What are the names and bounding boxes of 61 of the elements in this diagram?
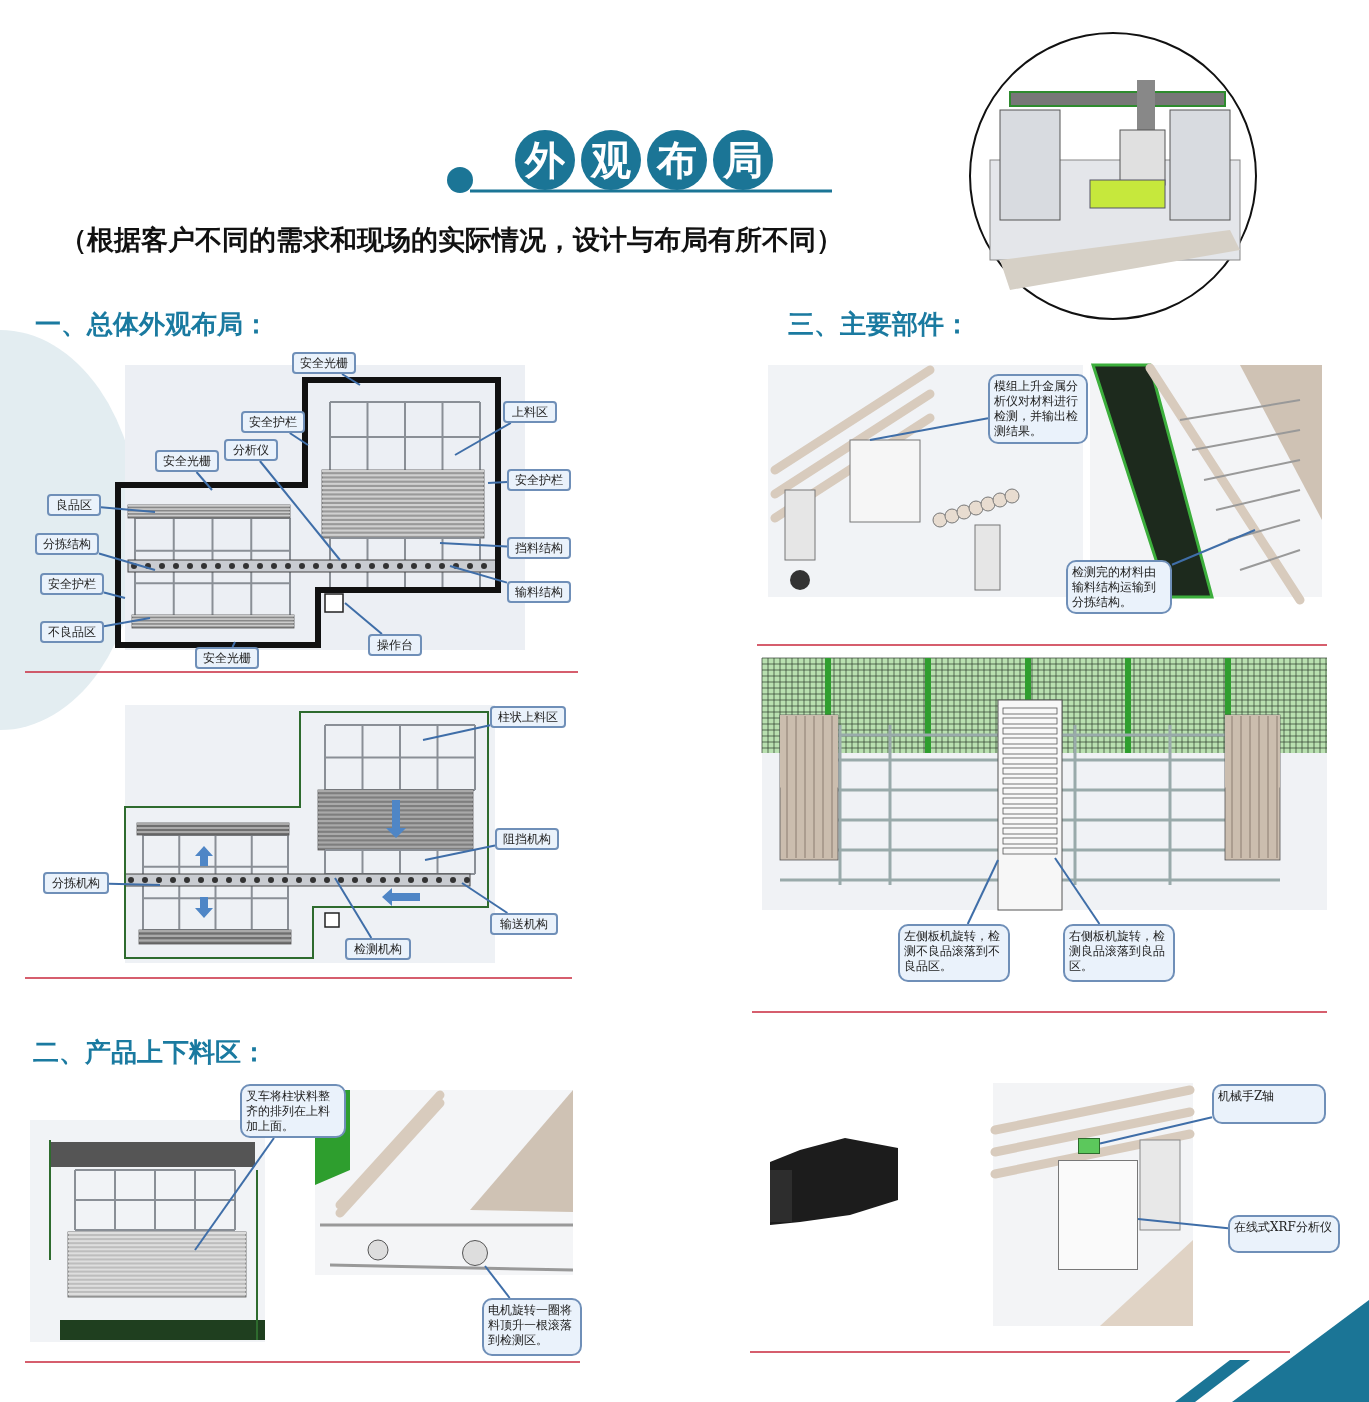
leader-line: [1171, 529, 1256, 566]
callout-label: 良品区: [47, 494, 101, 516]
leader-line: [98, 552, 156, 571]
leader-line: [334, 877, 373, 939]
callout-label: 挡料结构: [507, 537, 571, 559]
leader-line: [487, 480, 508, 484]
callout-label: 柱状上料区: [490, 706, 566, 728]
callout-label: 安全光栅: [292, 352, 356, 374]
leader-line: [1054, 857, 1101, 925]
callout-label: 输料结构: [507, 581, 571, 603]
callout-label: 叉车将柱状料整齐的排列在上料加上面。: [240, 1084, 346, 1138]
z-axis-slide-drawing: [1078, 1138, 1100, 1154]
leader-line: [966, 859, 999, 925]
callout-label: 分拣结构: [35, 533, 99, 555]
section-heading: 二、产品上下料区：: [33, 1036, 267, 1069]
callout-label: 机械手Z轴: [1212, 1084, 1326, 1124]
leader-line: [103, 591, 126, 599]
callout-label: 电机旋转一圈将料顶升一根滚落到检测区。: [482, 1298, 582, 1356]
leader-line: [341, 373, 361, 386]
analyzer-unit-drawing: [1058, 1160, 1138, 1270]
callout-label: 输送机构: [490, 913, 558, 935]
callout-label: 右侧板机旋转，检测良品滚落到良品区。: [1063, 924, 1175, 982]
callout-label: 模组上升金属分析仪对材料进行检测，并输出检测结果。: [988, 374, 1088, 444]
callout-label: 在线式XRF分析仪: [1228, 1215, 1340, 1253]
leader-line: [100, 506, 156, 513]
callout-label: 检测完的材料由输料结构运输到分拣结构。: [1066, 560, 1172, 614]
leader-line: [454, 422, 512, 456]
leader-line: [108, 882, 161, 886]
callout-label: 分析仪: [224, 439, 278, 461]
callout-label: 检测机构: [345, 938, 411, 960]
callout-label: 安全护栏: [40, 573, 104, 595]
callout-label: 上料区: [503, 401, 557, 423]
title-heading: 外观布局: [515, 130, 773, 190]
leader-line: [869, 417, 989, 441]
section-heading: 三、主要部件：: [788, 308, 970, 341]
leader-line: [258, 460, 341, 561]
leader-line: [344, 602, 383, 635]
leader-line: [288, 432, 309, 446]
callout-label: 阻挡机构: [495, 828, 559, 850]
leader-line: [424, 844, 496, 861]
subtitle: （根据客户不同的需求和现场的实际情况，设计与布局有所不同）: [60, 223, 843, 257]
leader-line: [231, 641, 236, 648]
leader-line: [195, 471, 213, 491]
callout-label: 安全护栏: [241, 411, 305, 433]
callout-label: 安全光栅: [155, 450, 219, 472]
leader-line: [1099, 1116, 1213, 1145]
callout-label: 操作台: [368, 634, 422, 656]
section-heading: 一、总体外观布局：: [35, 308, 269, 341]
callout-label: 安全光栅: [195, 647, 259, 669]
callout-label: 分拣机构: [43, 872, 109, 894]
callout-label: 左侧板机旋转，检测不良品滚落到不良品区。: [898, 924, 1010, 982]
callout-label: 安全护栏: [507, 469, 571, 491]
leader-line: [1137, 1218, 1229, 1230]
leader-line: [103, 617, 151, 628]
leader-line: [461, 882, 509, 914]
leader-line: [194, 1137, 275, 1251]
leader-line: [439, 542, 508, 548]
leader-line: [449, 565, 508, 584]
callout-label: 不良品区: [40, 621, 104, 643]
leader-line: [422, 724, 491, 741]
leader-line: [484, 1265, 511, 1299]
